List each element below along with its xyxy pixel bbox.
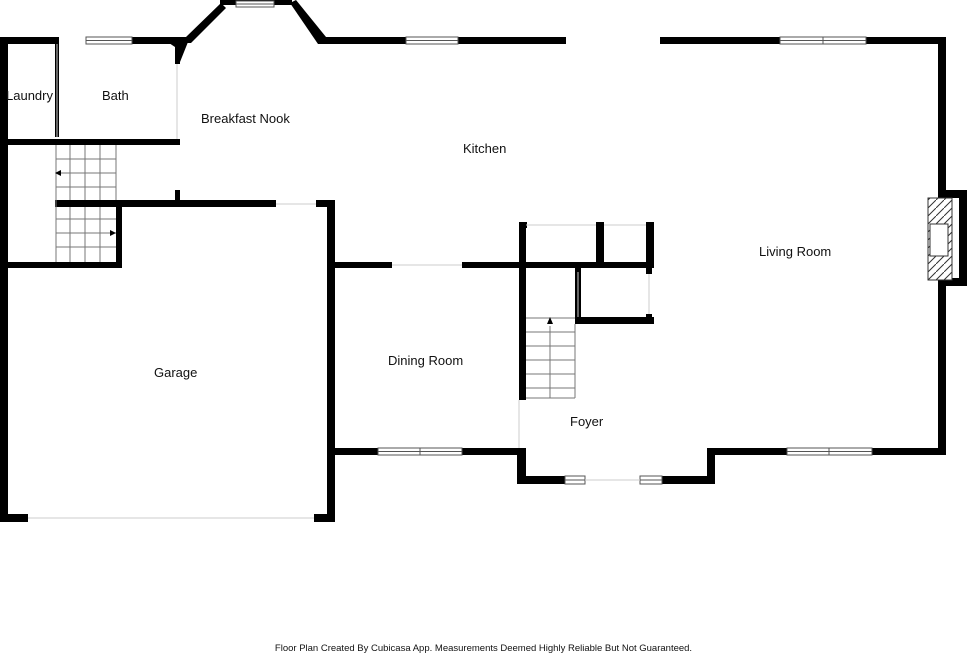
stair-arrow-right-icon [110, 230, 116, 236]
room-label-garage: Garage [154, 365, 197, 380]
room-label-breakfast-nook: Breakfast Nook [201, 111, 290, 126]
windows [85, 0, 873, 485]
stair-arrow-left-icon [55, 170, 61, 176]
room-label-laundry: Laundry [6, 88, 53, 103]
room-label-dining-room: Dining Room [388, 353, 463, 368]
room-label-bath: Bath [102, 88, 129, 103]
footer-disclaimer: Floor Plan Created By Cubicasa App. Meas… [274, 643, 693, 654]
stairs-foyer [526, 317, 576, 399]
stairs-left [55, 145, 117, 262]
stair-arrow-up-icon [547, 317, 553, 324]
walls [0, 0, 967, 522]
room-label-living-room: Living Room [759, 244, 831, 259]
room-label-kitchen: Kitchen [463, 141, 506, 156]
thin-openings [28, 44, 650, 519]
room-label-foyer: Foyer [570, 414, 604, 429]
fireplace-hearth [929, 223, 949, 257]
